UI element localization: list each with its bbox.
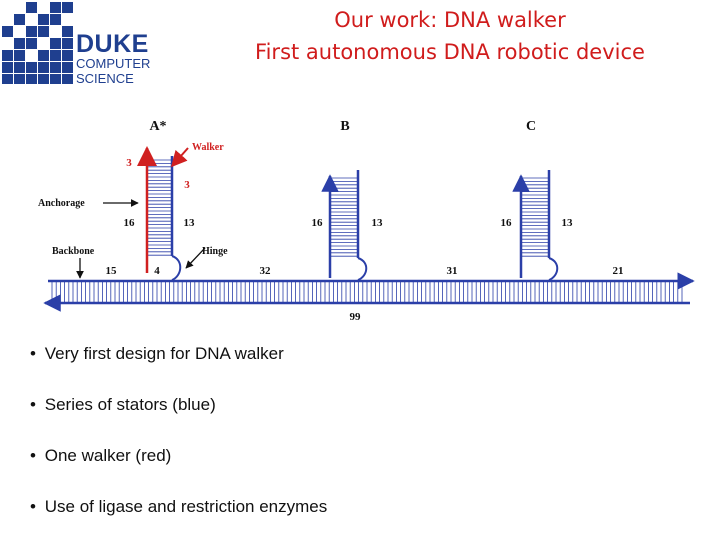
logo-square <box>62 26 73 37</box>
backbone-total-length: 99 <box>350 311 362 323</box>
backbone-duplex <box>43 272 695 312</box>
logo-square <box>14 50 25 61</box>
bullet-glyph: • <box>30 395 36 414</box>
bullet-item: • Use of ligase and restriction enzymes <box>30 495 327 519</box>
stator-a-rungs <box>148 159 171 256</box>
bullet-list: • Very first design for DNA walker • Ser… <box>30 342 327 546</box>
logo-square <box>26 38 37 49</box>
bullet-item: • Very first design for DNA walker <box>30 342 327 366</box>
stator-c: C 16 13 <box>501 119 574 281</box>
bullet-text: Use of ligase and restriction enzymes <box>44 497 328 516</box>
anchorage-annotation: Anchorage <box>38 198 139 209</box>
stator-b-left-number: 16 <box>312 217 324 229</box>
logo-square <box>14 62 25 73</box>
hinge-pointer-arrow <box>185 247 206 269</box>
logo-square <box>62 38 73 49</box>
stator-b-label: B <box>340 119 349 134</box>
logo-square <box>62 50 73 61</box>
stator-b-hinge-loop <box>357 257 368 281</box>
logo-square <box>14 14 25 25</box>
backbone-rungs <box>51 282 683 302</box>
stator-c-left-number: 16 <box>501 217 513 229</box>
walker-pointer-arrow <box>170 147 189 168</box>
logo-square <box>50 62 61 73</box>
bullet-glyph: • <box>30 497 36 516</box>
bullet-item: • One walker (red) <box>30 444 327 468</box>
stator-b-rungs <box>331 177 357 257</box>
bullet-glyph: • <box>30 344 36 363</box>
title-line-2: First autonomous DNA robotic device <box>255 40 645 64</box>
slide-title: Our work: DNA walker First autonomous DN… <box>200 4 700 68</box>
stator-c-right-number: 13 <box>562 217 574 229</box>
logo-square <box>50 50 61 61</box>
stator-c-hinge-loop <box>548 257 559 281</box>
walker-label: Walker <box>192 142 224 153</box>
segment-length: 31 <box>447 265 458 277</box>
logo-square <box>62 62 73 73</box>
backbone-annotation: Backbone <box>52 246 95 279</box>
stator-b: B 16 13 <box>312 119 384 281</box>
walker-top-number: 3 <box>126 157 132 169</box>
dna-walker-diagram: A* 16 13 B 16 13 C 16 13 Walker 3 3 Anch… <box>38 119 695 323</box>
walker-annotation: Walker 3 3 <box>126 142 224 191</box>
logo-square <box>14 74 25 84</box>
logo-name: DUKE <box>76 30 149 58</box>
logo-square <box>2 62 13 73</box>
stator-a-label: A* <box>149 119 166 134</box>
segment-length: 32 <box>260 265 272 277</box>
logo-square <box>2 74 13 84</box>
logo-square <box>38 26 49 37</box>
stator-a-left-number: 16 <box>124 217 136 229</box>
logo-square <box>26 2 37 13</box>
logo-square <box>38 50 49 61</box>
logo-square <box>62 74 73 84</box>
logo-square <box>26 74 37 84</box>
logo-square <box>38 14 49 25</box>
logo-square <box>50 14 61 25</box>
stator-b-right-number: 13 <box>372 217 384 229</box>
bullet-text: One walker (red) <box>44 446 172 465</box>
segment-length: 21 <box>613 265 624 277</box>
stator-a-right-number: 13 <box>184 217 196 229</box>
stator-a-hinge-loop <box>171 255 182 281</box>
duke-logo: DUKE COMPUTER SCIENCE <box>0 0 170 84</box>
bullet-glyph: • <box>30 446 36 465</box>
stator-c-rungs <box>522 177 548 257</box>
logo-square <box>50 2 61 13</box>
logo-square <box>38 62 49 73</box>
segment-length: 4 <box>154 265 160 277</box>
logo-square <box>26 62 37 73</box>
hinge-annotation: Hinge <box>185 246 228 269</box>
logo-square <box>2 50 13 61</box>
logo-line-2: SCIENCE <box>76 71 134 84</box>
logo-square <box>50 38 61 49</box>
logo-square <box>50 74 61 84</box>
hinge-label: Hinge <box>202 246 228 257</box>
backbone-label: Backbone <box>52 246 95 257</box>
stator-a: A* 16 13 <box>124 119 196 281</box>
logo-square <box>14 38 25 49</box>
logo-checker-graphic <box>2 2 73 84</box>
logo-square <box>62 2 73 13</box>
walker-bottom-number: 3 <box>184 179 190 191</box>
logo-square <box>38 74 49 84</box>
title-line-1: Our work: DNA walker <box>334 8 566 32</box>
logo-square <box>2 26 13 37</box>
bullet-text: Series of stators (blue) <box>44 395 216 414</box>
bullet-text: Very first design for DNA walker <box>44 344 284 363</box>
stator-c-label: C <box>526 119 536 134</box>
logo-line-1: COMPUTER <box>76 56 151 71</box>
segment-length: 15 <box>106 265 118 277</box>
bullet-item: • Series of stators (blue) <box>30 393 327 417</box>
logo-square <box>26 26 37 37</box>
anchorage-label: Anchorage <box>38 198 85 209</box>
